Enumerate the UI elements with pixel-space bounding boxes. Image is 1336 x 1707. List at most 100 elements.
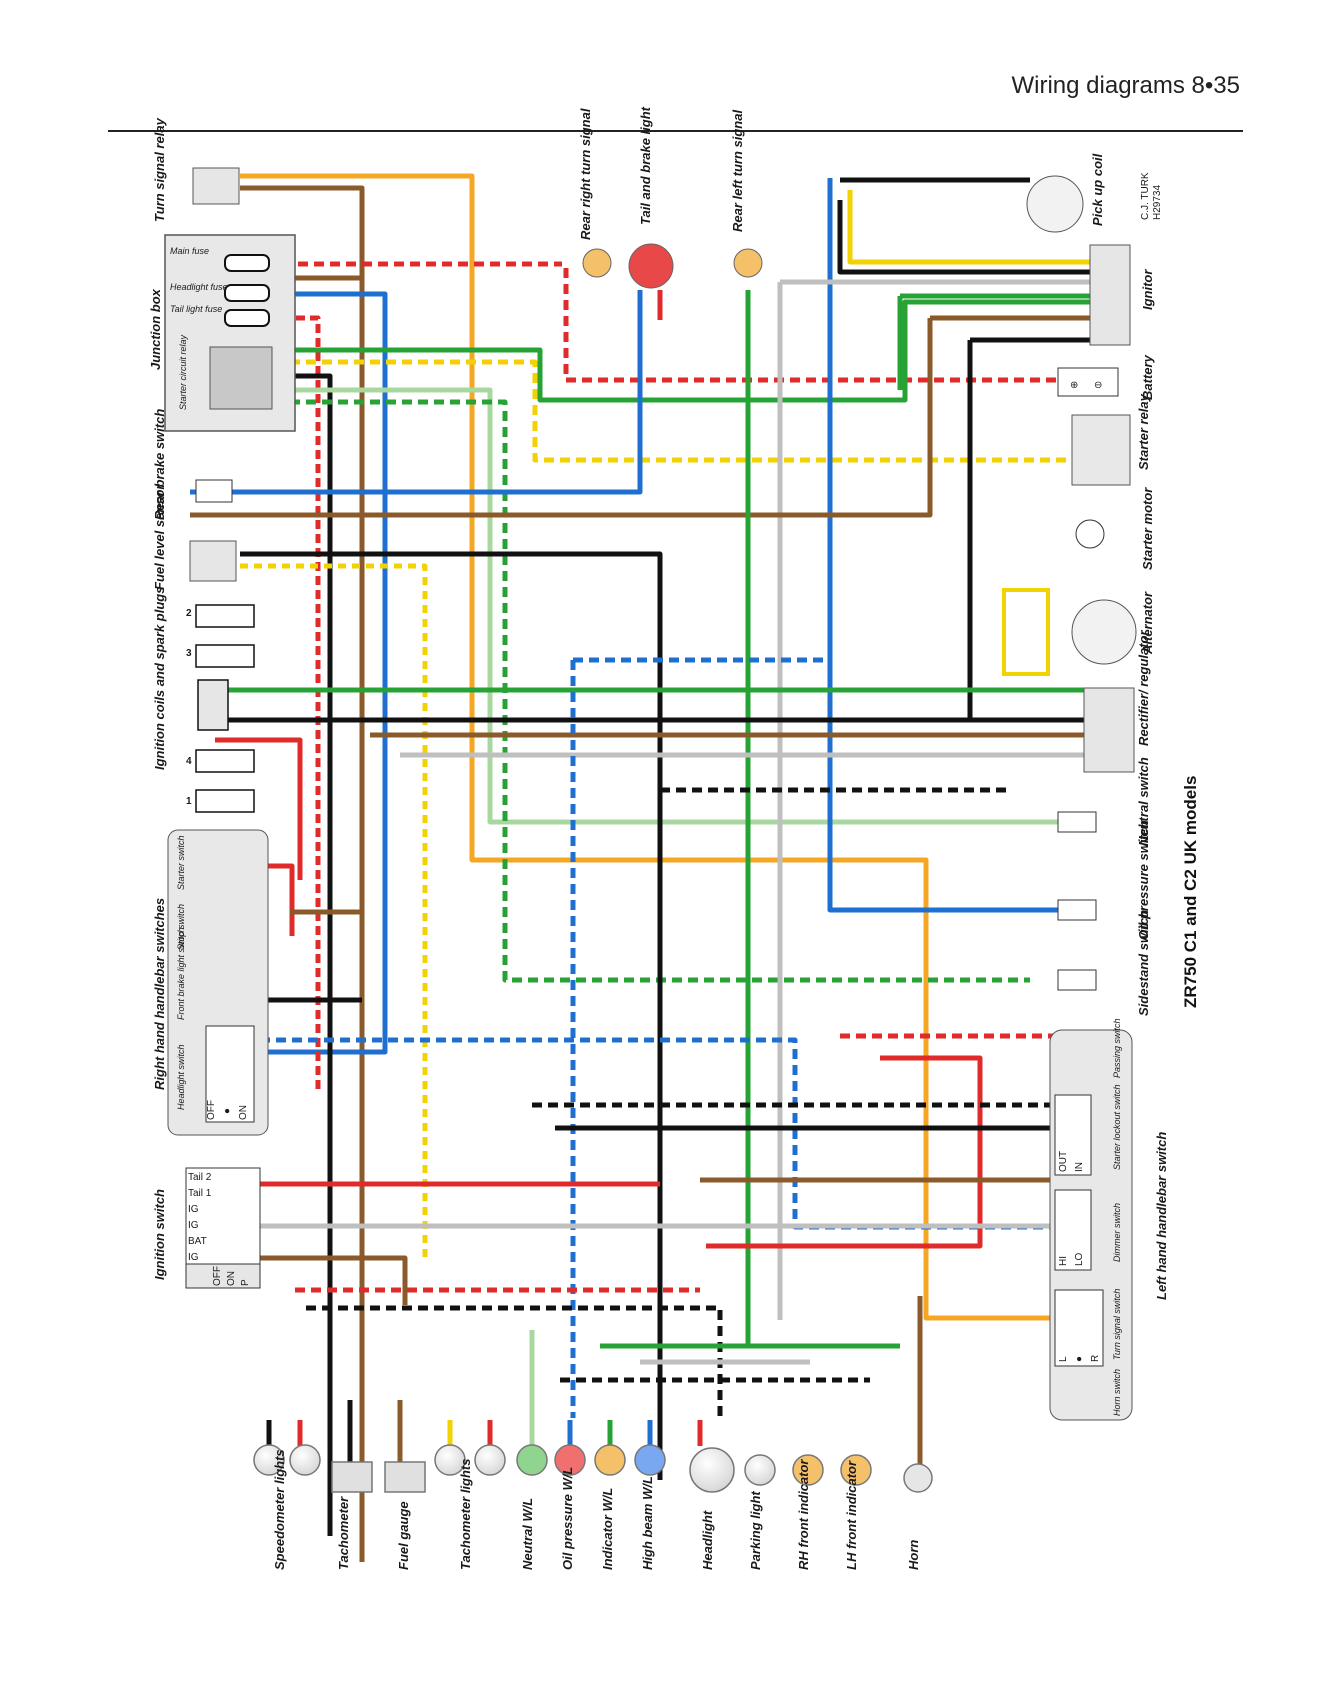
ign-terminal-4: IG [188, 1220, 199, 1231]
starter-lockout-block [1054, 1094, 1092, 1176]
lockout-pos-out: OUT [1058, 1151, 1069, 1172]
coil-numbers: 2 3 4 1 [186, 608, 192, 807]
label-indicator-wl: Indicator W/L [600, 1488, 615, 1570]
headlight-switch-block [205, 1025, 255, 1123]
wire-blue-ign [827, 178, 1060, 913]
label-lh-front-indicator: LH front indicator [844, 1460, 859, 1570]
fuel-level-sensor [189, 540, 237, 582]
wire-green-ign [897, 293, 1090, 390]
label-fuel-gauge: Fuel gauge [396, 1501, 411, 1570]
page-header: Wiring diagrams 8•35 [0, 0, 1336, 140]
label-horn: Horn [906, 1540, 921, 1570]
header-rule [108, 130, 1243, 132]
turn-signal-relay [192, 167, 240, 205]
label-stop-switch: Stop switch [176, 904, 186, 950]
label-oil-pressure-switch: Oil pressure switch [1136, 820, 1151, 940]
ign-terminal-6: IG [188, 1252, 199, 1263]
dimmer-pos-lo: LO [1074, 1252, 1085, 1266]
label-starter-switch: Starter switch [176, 835, 186, 890]
turn-signal-block [1054, 1289, 1104, 1367]
svg-text:⊕: ⊕ [1070, 380, 1078, 391]
coil-number-2: 2 [186, 608, 192, 619]
coil-number-3: 3 [186, 648, 192, 659]
label-neutral-wl: Neutral W/L [520, 1498, 535, 1570]
label-horn-switch: Horn switch [1112, 1369, 1122, 1416]
ign-terminal-3: IG [188, 1204, 199, 1215]
label-ignitor: Ignitor [1140, 269, 1155, 310]
label-high-beam-wl: High beam W/L [640, 1476, 655, 1570]
wire-green-long [290, 299, 1100, 403]
label-battery: Battery [1140, 354, 1155, 400]
wire-yellow-red [290, 359, 1070, 463]
credit-line2: H29734 [1152, 185, 1163, 220]
wire-red-coil [215, 737, 303, 880]
dimmer-block [1054, 1189, 1092, 1271]
label-oil-pressure-wl: Oil pressure W/L [560, 1467, 575, 1570]
wire-red-lh2 [706, 1055, 983, 1249]
hl-pos-off: OFF [206, 1100, 217, 1120]
fuse-main [224, 254, 270, 327]
ign-terminal-2: Tail 1 [188, 1188, 212, 1199]
neutral-switch [1057, 811, 1097, 833]
label-headlight-fuse: Headlight fuse [170, 282, 228, 292]
label-rear-brake-switch: Rear brake switch [152, 409, 167, 520]
label-passing-switch: Passing switch [1112, 1018, 1122, 1078]
battery: ⊕ ⊖ [1057, 367, 1119, 397]
rear-lights [582, 243, 763, 289]
wire-light-green [290, 387, 1060, 825]
page-title: Wiring diagrams 8•35 [1011, 72, 1241, 99]
label-sidestand-switch: Sidestand switch [1136, 910, 1151, 1016]
lockout-pos-in: IN [1074, 1162, 1085, 1172]
label-main-fuse: Main fuse [170, 246, 209, 256]
label-starter-relay: Starter relay [1136, 393, 1151, 470]
label-pick-up-coil: Pick up coil [1090, 153, 1105, 226]
model-title: ZR750 C1 and C2 UK models [1181, 776, 1200, 1008]
wire-black-bus [306, 1305, 723, 1420]
ign-pos-off: OFF [212, 1266, 223, 1286]
label-parking-light: Parking light [748, 1491, 763, 1570]
label-turn-signal-switch: Turn signal switch [1112, 1289, 1122, 1360]
wire-red-white [298, 261, 1075, 383]
starter-relay [1071, 414, 1131, 486]
wire-black-ign2 [837, 200, 1090, 275]
label-speedometer-lights: Speedometer lights [272, 1449, 287, 1570]
ign-pos-on: ON [226, 1271, 237, 1286]
wire-brown [240, 185, 365, 1562]
label-starter-circuit-relay: Starter circuit relay [178, 334, 188, 410]
wire-blue-rear [190, 320, 643, 495]
wire-black-y [290, 373, 333, 1536]
left-switch-positions: OUT IN HI LO L ● R [1058, 1151, 1101, 1362]
label-tail-light-fuse: Tail light fuse [170, 304, 222, 314]
label-tachometer-lights: Tachometer lights [458, 1459, 473, 1570]
wire-yellow-dash [240, 563, 428, 1262]
junction-box [164, 234, 296, 432]
rear-brake-switch [195, 479, 233, 503]
label-starter-lockout-switch: Starter lockout switch [1112, 1084, 1122, 1170]
ign-pos-p: P [240, 1279, 251, 1286]
ignition-switch-terminals: Tail 2 Tail 1 IG IG BAT IG OFF ON P [188, 1172, 251, 1286]
label-rectifier-regulator: Rectifier/ regulator [1136, 629, 1151, 746]
wire-blue [240, 291, 388, 1055]
headlight-switch-positions: OFF ● ON [206, 1100, 249, 1120]
oil-pressure-switch [1057, 899, 1097, 921]
label-rh-front-indicator: RH front indicator [796, 1459, 811, 1570]
label-ignition-switch: Ignition switch [152, 1189, 167, 1280]
wire-black-yellow [240, 551, 663, 1480]
label-fuel-level-sensor: Fuel level sensor [152, 484, 167, 590]
label-starter-motor: Starter motor [1140, 487, 1155, 570]
label-turn-signal-relay: Turn signal relay [152, 117, 167, 222]
credit-line1: C.J. TURK [1140, 172, 1151, 220]
turn-pos-r: R [1090, 1355, 1101, 1362]
wire-orange [240, 173, 1060, 1321]
sidestand-switch [1057, 969, 1097, 991]
label-dimmer-switch: Dimmer switch [1112, 1203, 1122, 1262]
wire-black-ign3 [200, 337, 1100, 723]
label-left-handlebar-switch: Left hand handlebar switch [1154, 1132, 1169, 1300]
label-alternator: Alternator [1140, 591, 1155, 655]
hl-pos-on: ON [238, 1105, 249, 1120]
label-junction-box: Junction box [148, 288, 163, 370]
coil-number-1: 1 [186, 796, 192, 807]
coil-number-4: 4 [186, 756, 192, 767]
label-tachometer: Tachometer [336, 1496, 351, 1570]
